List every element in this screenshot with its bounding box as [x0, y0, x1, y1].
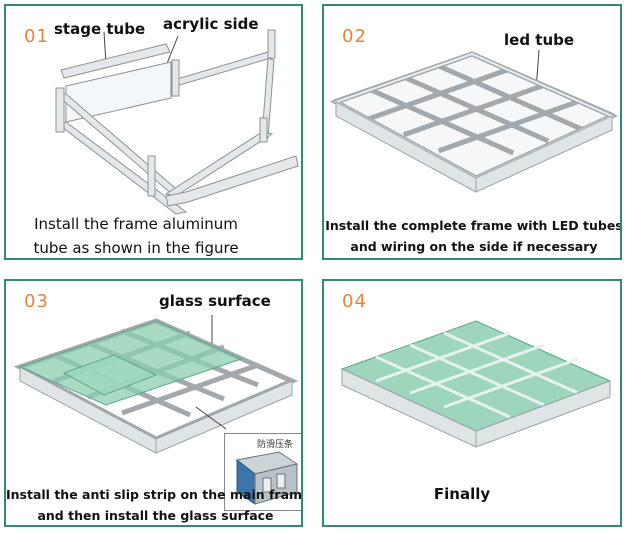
- label-stage-tube: stage tube: [54, 20, 146, 38]
- label-glass-surface: glass surface: [159, 292, 271, 310]
- step-number: 04: [342, 291, 367, 312]
- step-caption: Install the complete frame with LED tube…: [324, 215, 622, 257]
- caption-line: Install the anti slip strip on the main …: [6, 487, 303, 502]
- step-panel-04: 04 Finally: [322, 279, 622, 527]
- label-acrylic-side: acrylic side: [163, 15, 259, 33]
- step-caption: Install the anti slip strip on the main …: [6, 484, 303, 525]
- frame-corner-illustration: [55, 29, 299, 215]
- step-panel-03: 03 glass surface 防滑压条: [4, 279, 303, 527]
- step-panel-01: 01 stage tube acrylic side: [4, 4, 303, 260]
- caption-line: Install the complete frame with LED tube…: [325, 218, 622, 233]
- led-frame-illustration: [329, 49, 619, 193]
- caption-line: Install the frame aluminum: [34, 215, 238, 233]
- step-number: 02: [342, 26, 367, 47]
- glass-install-illustration: [13, 315, 299, 454]
- step-panel-02: 02 led tube Install the complete fram: [322, 4, 622, 260]
- profile-label: 防滑压条: [257, 440, 294, 450]
- caption-line: and wiring on the side if necessary: [350, 239, 598, 254]
- anti-slip-profile-inset: 防滑压条: [224, 433, 301, 511]
- caption-line: Finally: [433, 485, 491, 503]
- step-caption: Finally: [324, 485, 600, 503]
- caption-line: and then install the glass surface: [37, 508, 274, 523]
- step-number: 01: [24, 26, 49, 47]
- aluminum-profile-icon: [235, 451, 299, 505]
- step-caption: Install the frame aluminum tube as shown…: [6, 212, 266, 258]
- label-led-tube: led tube: [504, 31, 575, 49]
- step-number: 03: [24, 291, 49, 312]
- caption-line: tube as shown in the figure: [33, 239, 239, 257]
- finished-stage-illustration: [340, 320, 612, 448]
